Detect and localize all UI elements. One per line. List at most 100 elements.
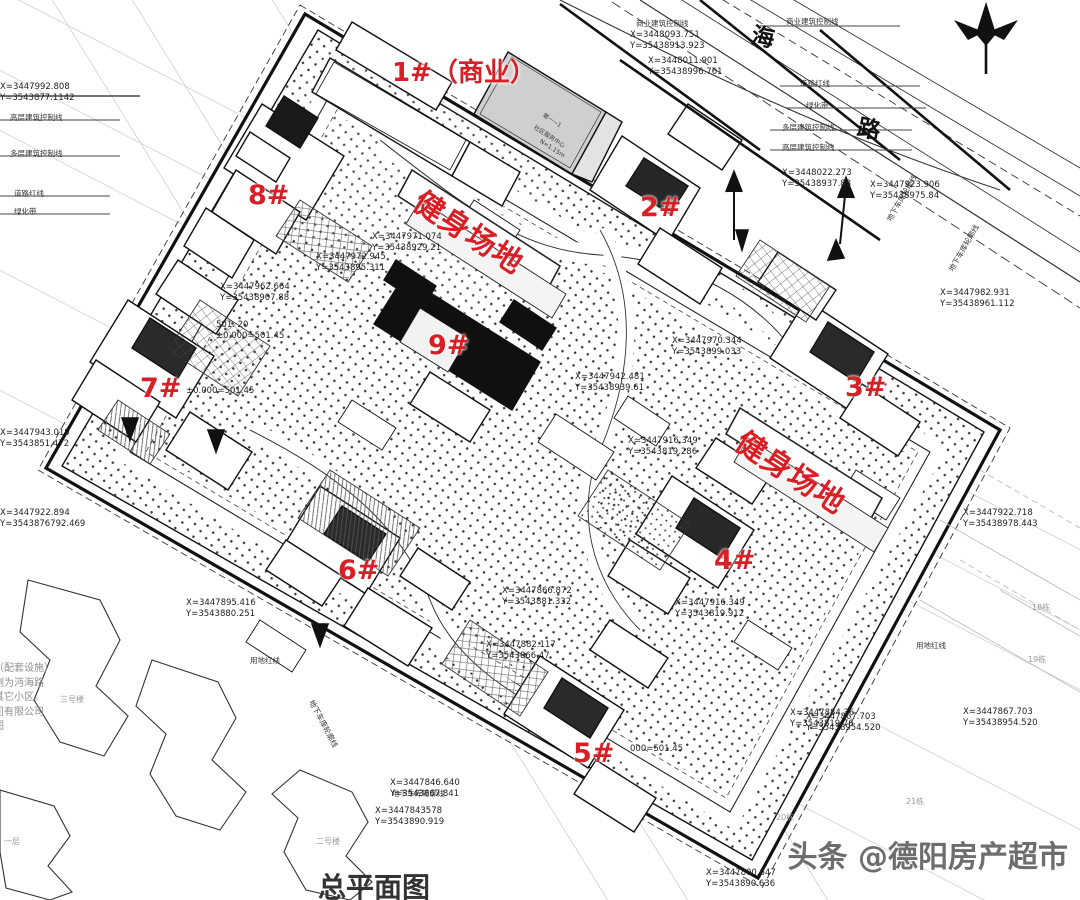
- coordinate-x: X=3447982.931: [940, 288, 1010, 298]
- edge-mark: 19栋: [1028, 655, 1047, 664]
- elevation-mark: 000=501.45: [630, 744, 684, 754]
- elevation-mark: ±0.000=501.45: [216, 330, 285, 341]
- control-line-label: 高层建筑控制线: [782, 143, 835, 152]
- leader-arrows: [120, 229, 846, 649]
- coordinate-x: X=3447970.344: [672, 336, 742, 346]
- edge-mark: 21栋: [906, 797, 925, 806]
- coordinate-x: X=3447882.117: [486, 640, 556, 650]
- building-label-9: 9#: [428, 330, 470, 361]
- coordinate-y: Y=35438929.21: [372, 242, 442, 253]
- building-label-5: 5#: [573, 738, 615, 769]
- coordinate-x: X=3447843578: [375, 806, 443, 816]
- coordinate-x: X=3447943.019: [0, 428, 70, 438]
- coordinate-y: Y=35438978.443: [963, 518, 1038, 529]
- coordinate-y: Y=35438961.112: [940, 298, 1015, 309]
- control-line-label: 多层建筑控制线: [10, 149, 63, 158]
- drawing-title: 总平面图: [318, 871, 431, 900]
- coordinate-x: X=3447962.664: [220, 282, 290, 292]
- coordinate-y: Y=3543867.841: [390, 788, 460, 799]
- coordinate-x: X=3448093.751: [630, 30, 700, 40]
- coordinate-x: X=3447884.36: [790, 708, 855, 718]
- coordinate-x: X=3447867.703: [806, 712, 876, 722]
- control-line-label: 绿化带: [806, 101, 829, 110]
- coordinate-x: X=3448022.273: [782, 168, 852, 178]
- hai-road-band: [559, 0, 1080, 309]
- coordinate-x: X=3447922.718: [963, 508, 1033, 518]
- edge-mark: 二号楼: [316, 837, 340, 846]
- north-arrow-icon: [954, 2, 1018, 74]
- coordinate-x: X=3447846.640: [390, 778, 460, 788]
- control-line-label: 商业建筑控制线: [636, 19, 689, 28]
- building-9: [373, 259, 557, 443]
- elevation-mark: 501. 20: [216, 320, 249, 330]
- coordinate-x: X=3447916.349: [675, 598, 745, 608]
- coordinate-y: Y=3543876792.469: [0, 518, 86, 529]
- building-label-1: 1#（商业）: [392, 58, 536, 88]
- coordinate-y: Y=35438937.83: [782, 178, 852, 189]
- coordinate-y: Y=3543866.47: [486, 650, 550, 661]
- coordinate-y: Y=35438975.84: [870, 190, 940, 201]
- note-line: （配套设施）: [0, 663, 54, 674]
- entrance-arrows: [725, 169, 855, 245]
- coordinate-y: Y=3543877.1142: [0, 92, 75, 103]
- coordinate-y: Y=3543819.76: [790, 718, 854, 729]
- note-line: 图: [0, 720, 54, 735]
- control-line-label: 商业建筑控制线: [786, 17, 839, 26]
- coordinate-x: X=3447895.416: [186, 598, 256, 608]
- control-line-label: 地下车库轮廓线: [392, 789, 445, 798]
- building-2: [589, 103, 743, 305]
- coordinate-y: Y=3543881.332: [502, 596, 572, 607]
- edge-mark: 一层: [4, 837, 20, 846]
- building-label-6: 6#: [338, 555, 380, 586]
- community-service-block: [473, 51, 623, 183]
- coordinate-y: Y=3543899.033: [672, 346, 742, 357]
- coordinate-x: X=3447867.703: [963, 707, 1033, 717]
- edge-mark: 20栋: [776, 813, 795, 822]
- coordinate-y: Y=3543890.636: [706, 878, 776, 889]
- paved-areas: [97, 199, 831, 717]
- coordinate-y: Y=3543890.919: [375, 816, 445, 827]
- section-cut-lines: [559, 0, 1011, 242]
- note-block: （配套设施） 侧为沔海路 其它小区。 司有限公司 图: [0, 662, 54, 735]
- control-line-label: 绿化带: [14, 207, 37, 216]
- right-neighbour-lines: [919, 469, 1080, 693]
- coordinate-y: Y=3543880.251: [186, 608, 256, 619]
- fitness-ground-areas: [396, 168, 889, 553]
- coordinate-x: X=3447942.481: [575, 372, 645, 382]
- coordinate-y: Y=35438996.761: [648, 66, 723, 77]
- control-line-label: 高层建筑控制线: [10, 113, 63, 122]
- coordinate-y: Y=35438907.88: [220, 292, 290, 303]
- coordinate-y: Y=3543819.286: [628, 446, 698, 457]
- note-line: 其它小区。: [0, 692, 44, 703]
- control-line-label: 用地红线: [250, 656, 280, 665]
- right-control-lines: [760, 25, 926, 151]
- control-line-label: 用地红线: [916, 641, 946, 650]
- coordinate-y: Y=3543851.472: [0, 438, 70, 449]
- building-label-3: 3#: [845, 372, 887, 403]
- control-line-label: 多层建筑控制线: [782, 123, 835, 132]
- coordinate-x: X=3447923.906: [870, 180, 940, 190]
- edge-mark: 三号楼: [60, 695, 84, 704]
- left-control-lines: [0, 95, 140, 215]
- elevation-mark: ±0.000=501.45: [186, 386, 255, 396]
- building-label-8: 8#: [248, 180, 290, 211]
- coordinate-x: X=3447800.647: [706, 868, 776, 878]
- coordinate-x: X=3447971.074: [372, 232, 442, 242]
- coordinate-y: Y=3543819.912: [675, 608, 745, 619]
- coordinate-y: Y=35438913.923: [630, 40, 705, 51]
- coordinate-x: X=3447916.349: [628, 436, 698, 446]
- coordinate-x: X=3447866.872: [502, 586, 572, 596]
- building-label-7: 7#: [140, 373, 182, 404]
- coordinate-x: X=3448011.901: [648, 56, 718, 66]
- note-line: 司有限公司: [0, 706, 44, 718]
- control-line-label: 道路红线: [800, 79, 830, 88]
- building-1-commercial: [311, 21, 521, 207]
- coordinate-x: X=3447922.894: [0, 508, 70, 518]
- edge-mark: 18栋: [1032, 603, 1051, 612]
- coordinate-y: Y=35438939.61: [575, 382, 645, 393]
- coordinate-y: Y=3543895.311: [316, 262, 386, 273]
- note-line: 侧为沔海路: [0, 677, 44, 689]
- adjacent-plots: [0, 579, 373, 900]
